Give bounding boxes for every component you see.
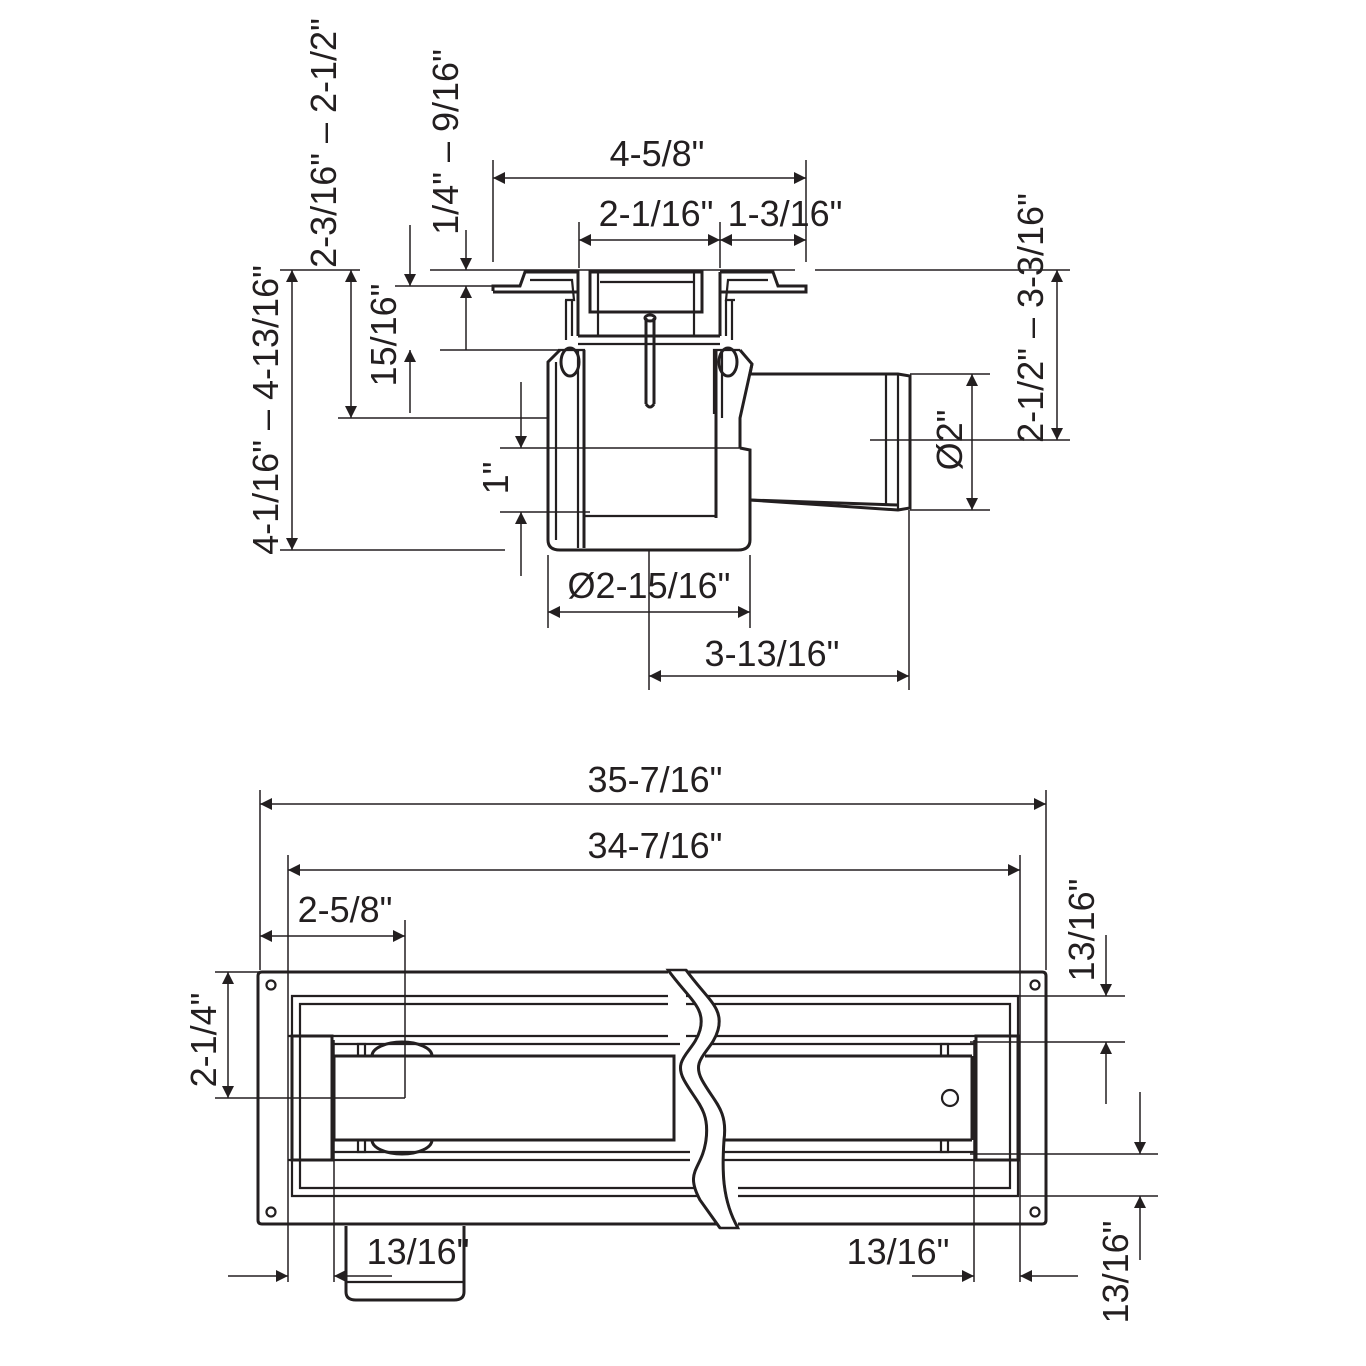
- plan-view-labels: 35-7/16" 34-7/16" 2-5/8" 2-1/4" 13/16" 1…: [183, 759, 1136, 1323]
- dim-edge-top-label: 13/16": [1061, 879, 1102, 982]
- dim-range-a-label: 2-3/16" – 2-1/2": [303, 18, 344, 268]
- screw-hole-icon: [1029, 979, 1041, 991]
- side-view: 4-5/8" 2-1/16" 1-3/16" 2-3/16" – 2-1/2" …: [245, 18, 1070, 690]
- side-view-labels: 4-5/8" 2-1/16" 1-3/16" 2-3/16" – 2-1/2" …: [245, 18, 1051, 674]
- dim-flange-label: 1-3/16": [728, 193, 843, 234]
- dim-width-label: 2-1/4": [183, 993, 224, 1088]
- dim-outlet-pos-label: 2-5/8": [298, 889, 393, 930]
- dim-inner-width-label: 2-1/16": [599, 193, 714, 234]
- dim-left-gap-label: 13/16": [367, 1231, 470, 1272]
- dim-edge-bottom-label: 13/16": [1095, 1221, 1136, 1324]
- screw-hole-icon: [265, 979, 277, 991]
- dim-range-c-label: 4-1/16" – 4-13/16": [245, 265, 286, 555]
- dim-overall-label: 35-7/16": [588, 759, 723, 800]
- break-lines: [665, 968, 741, 1230]
- plan-dimension-lines: [222, 798, 1146, 1282]
- dim-body-dia-label: Ø2-15/16": [568, 565, 731, 606]
- dim-right-gap-label: 13/16": [847, 1231, 950, 1272]
- dim-15-16-label: 15/16": [363, 284, 404, 387]
- dim-range-b-label: 1/4" – 9/16": [425, 49, 466, 235]
- dim-range-d-label: 2-1/2" – 3-3/16": [1010, 193, 1051, 443]
- channel-body: [256, 970, 1048, 1302]
- dim-outlet-dia-label: Ø2": [929, 410, 970, 471]
- side-dimension-lines: [286, 172, 1063, 682]
- dim-channel-label: 34-7/16": [588, 825, 723, 866]
- dim-offset-label: 3-13/16": [705, 633, 840, 674]
- plan-view: 35-7/16" 34-7/16" 2-5/8" 2-1/4" 13/16" 1…: [183, 759, 1158, 1323]
- drain-body-section: [491, 270, 912, 552]
- screw-hole-icon: [265, 1206, 277, 1218]
- dim-top-width-label: 4-5/8": [610, 133, 705, 174]
- dim-1-label: 1": [475, 462, 516, 495]
- screw-hole-icon: [1029, 1206, 1041, 1218]
